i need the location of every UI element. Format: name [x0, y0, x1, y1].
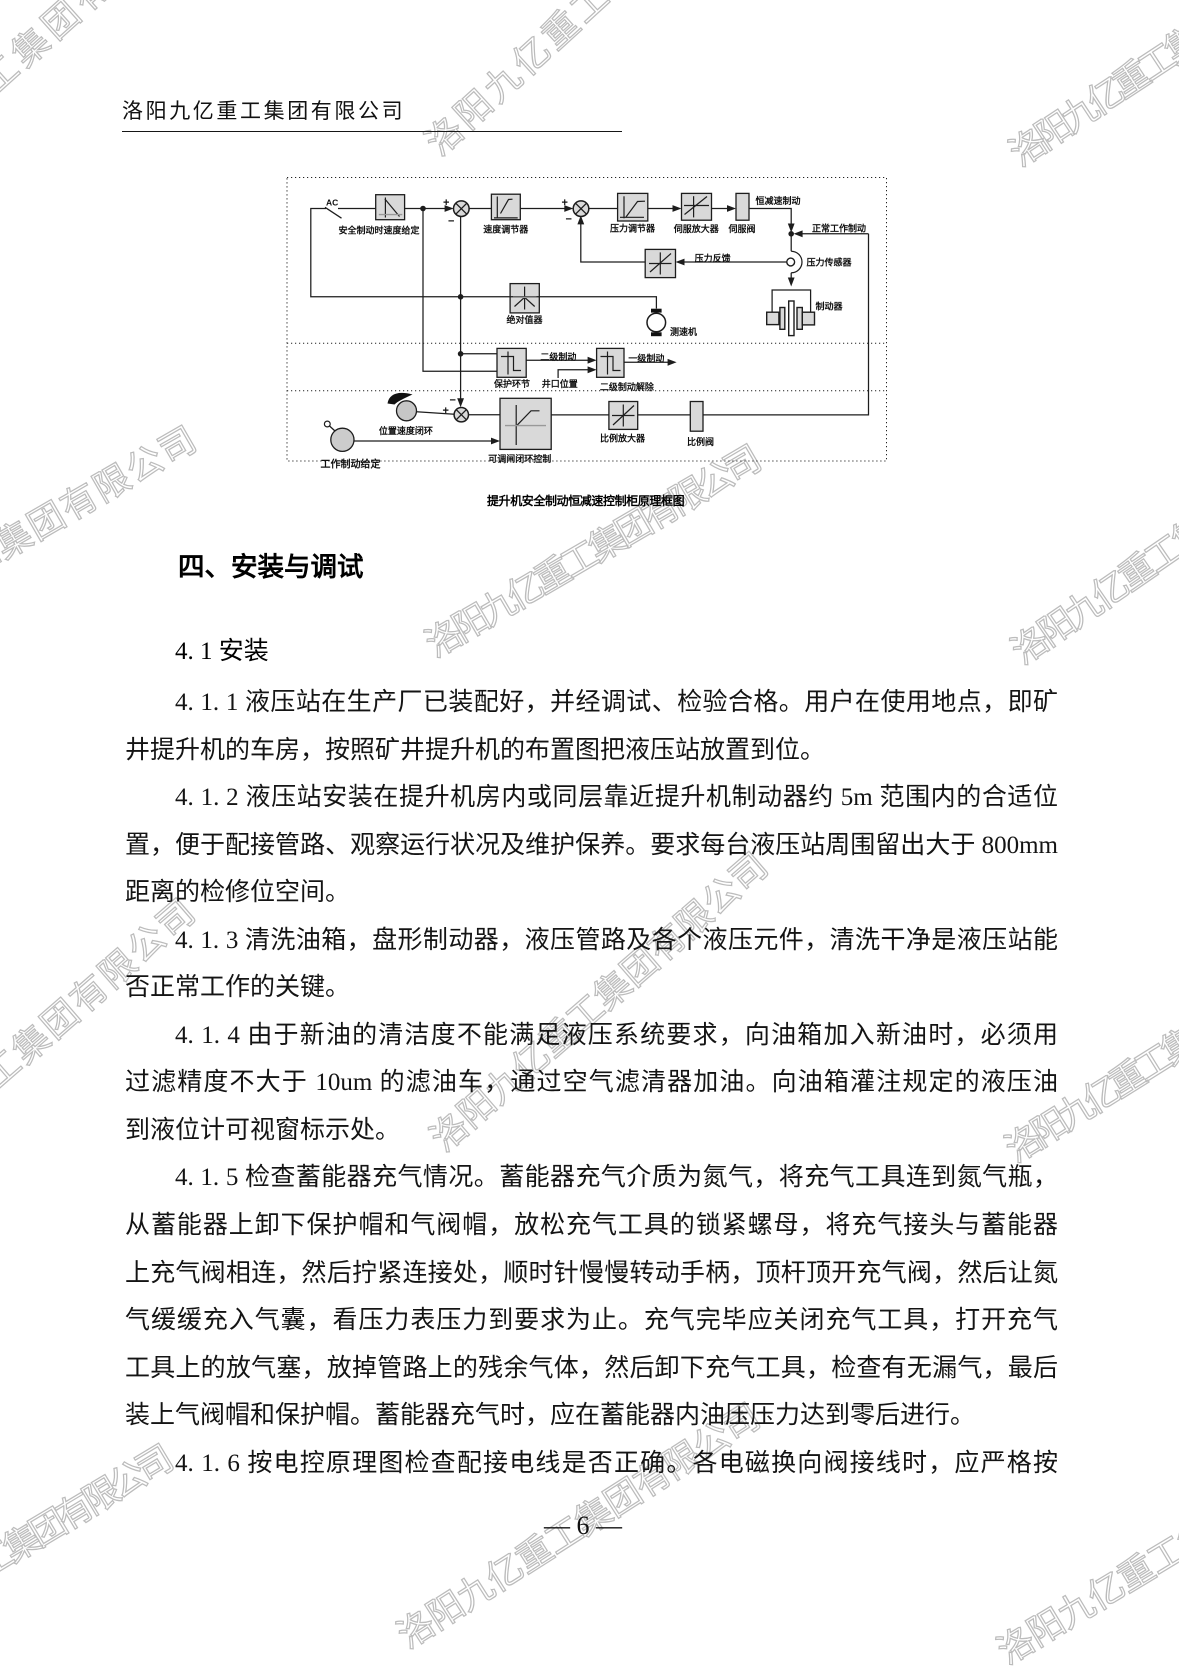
- svg-text:伺服阀: 伺服阀: [727, 223, 755, 234]
- svg-text:绝对值器: 绝对值器: [506, 314, 543, 325]
- svg-text:压力调节器: 压力调节器: [610, 223, 656, 234]
- svg-text:井口位置: 井口位置: [542, 378, 578, 389]
- svg-text:测速机: 测速机: [670, 326, 697, 337]
- svg-text:+: +: [443, 405, 449, 417]
- svg-text:工作制动给定: 工作制动给定: [321, 458, 381, 471]
- svg-text:二级制动: 二级制动: [540, 351, 576, 362]
- svg-text:二级制动解除: 二级制动解除: [600, 381, 655, 392]
- svg-text:−: −: [450, 395, 456, 407]
- svg-text:保护环节: 保护环节: [493, 378, 530, 389]
- svg-text:速度调节器: 速度调节器: [483, 223, 529, 234]
- svg-text:+: +: [562, 197, 568, 209]
- svg-text:−: −: [448, 216, 454, 228]
- svg-text:压力传感器: 压力传感器: [807, 257, 853, 268]
- svg-text:+: +: [443, 197, 449, 209]
- svg-text:伺服放大器: 伺服放大器: [673, 223, 720, 234]
- svg-text:可调闸闭环控制: 可调闸闭环控制: [488, 453, 551, 464]
- svg-text:−: −: [566, 214, 572, 226]
- svg-text:正常工作制动: 正常工作制动: [812, 223, 866, 234]
- svg-text:制动器: 制动器: [816, 301, 844, 312]
- svg-text:安全制动时速度给定: 安全制动时速度给定: [339, 225, 421, 236]
- svg-text:比例阀: 比例阀: [687, 436, 714, 447]
- svg-text:恒减速制动: 恒减速制动: [756, 195, 801, 206]
- svg-text:位置速度闭环: 位置速度闭环: [379, 425, 433, 436]
- svg-text:比例放大器: 比例放大器: [600, 433, 646, 444]
- svg-text:一级制动: 一级制动: [628, 353, 664, 364]
- svg-text:AC: AC: [326, 198, 338, 208]
- svg-text:压力反馈: 压力反馈: [695, 253, 731, 264]
